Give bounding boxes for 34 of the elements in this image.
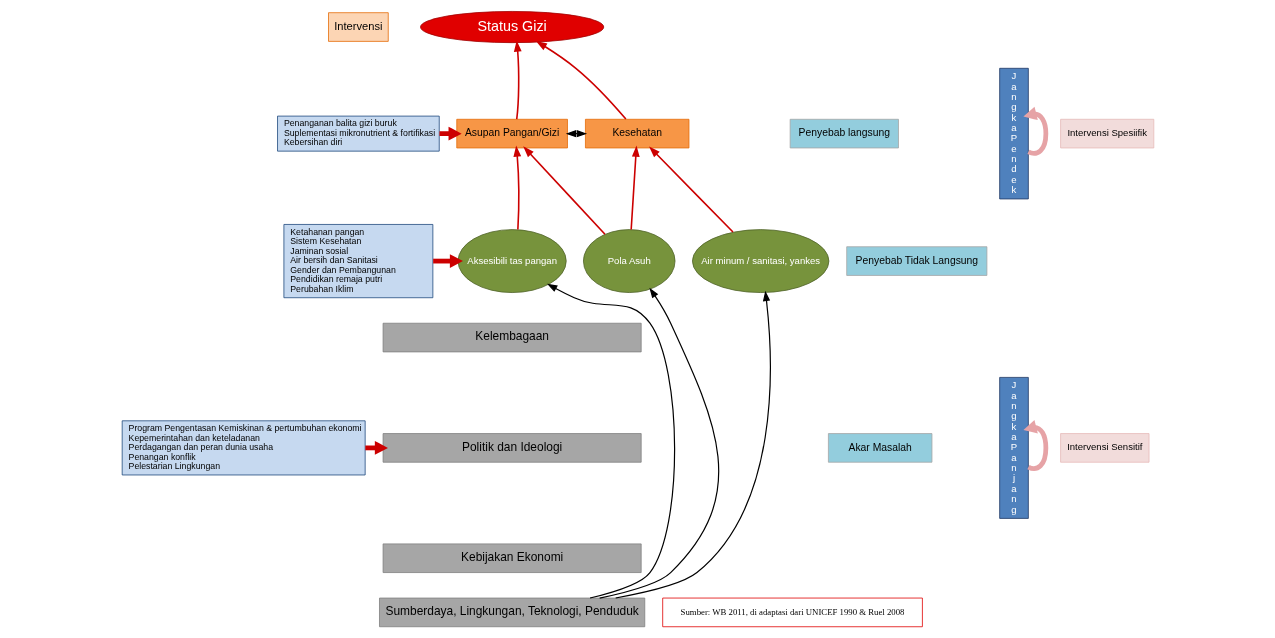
- arrow: [1022, 106, 1048, 156]
- arrow: [614, 290, 771, 599]
- node-box: Akar Masalah: [827, 433, 932, 463]
- node-box: Intervensi Sensitif: [1059, 433, 1149, 463]
- node-box: Jangka Panjang: [998, 377, 1029, 519]
- node-box: Jangka Pendek: [998, 67, 1029, 200]
- node-box: Penanganan balita gizi buruk Suplementasi mikronutrient & fortifikasi Kebersihan diri: [276, 115, 440, 152]
- node-box: Penyebab langsung: [789, 118, 899, 149]
- arrow: [522, 146, 606, 235]
- node-box: Program Pengentasan Kemiskinan & pertumbuhan ekonomi Kepemerintahan dan keteladanan Perdagangan dan peran dunia usaha Penangan konflik Pelestarian Lingkungan: [121, 420, 366, 476]
- node-box: Kelembagaan: [382, 322, 642, 353]
- node-box: Kebijakan Ekonomi: [382, 543, 642, 573]
- arrow: [535, 41, 627, 120]
- arrow: [629, 145, 640, 231]
- node-box: Intervensi: [327, 12, 389, 42]
- node-box: Penyebab Tidak Langsung: [845, 246, 987, 276]
- arrow: [546, 283, 675, 599]
- node-box: Sumberdaya, Lingkungan, Teknologi, Penduduk: [378, 597, 645, 628]
- arrow: [598, 287, 719, 599]
- node-box: Asupan Pangan/Gizi: [455, 118, 568, 149]
- arrow: [513, 40, 522, 120]
- node-box: Ketahanan pangan Sistem Kesehatan Jaminan sosial Air bersih dan Sanitasi Gender dan Pembangunan Pendidikan remaja putri Perubahan Iklim: [283, 224, 433, 299]
- arrow: [1022, 420, 1048, 471]
- node-box: Kesehatan: [584, 118, 689, 149]
- node-box: Intervensi Spesiifik: [1059, 118, 1154, 149]
- arrow: [438, 126, 462, 141]
- label: Sumber: WB 2011, di adaptasi dari UNICEF 1990 & Ruel 2008: [680, 606, 904, 617]
- arrow: [512, 145, 521, 231]
- arrow: [648, 146, 734, 233]
- node-ellipse: Pola Asuh: [582, 229, 675, 293]
- node-ellipse: Air minum / sanitasi, yankes: [691, 229, 829, 293]
- node-box: Politik dan Ideologi: [382, 433, 642, 463]
- node-ellipse: Status Gizi: [419, 11, 604, 44]
- arrow: [432, 254, 463, 268]
